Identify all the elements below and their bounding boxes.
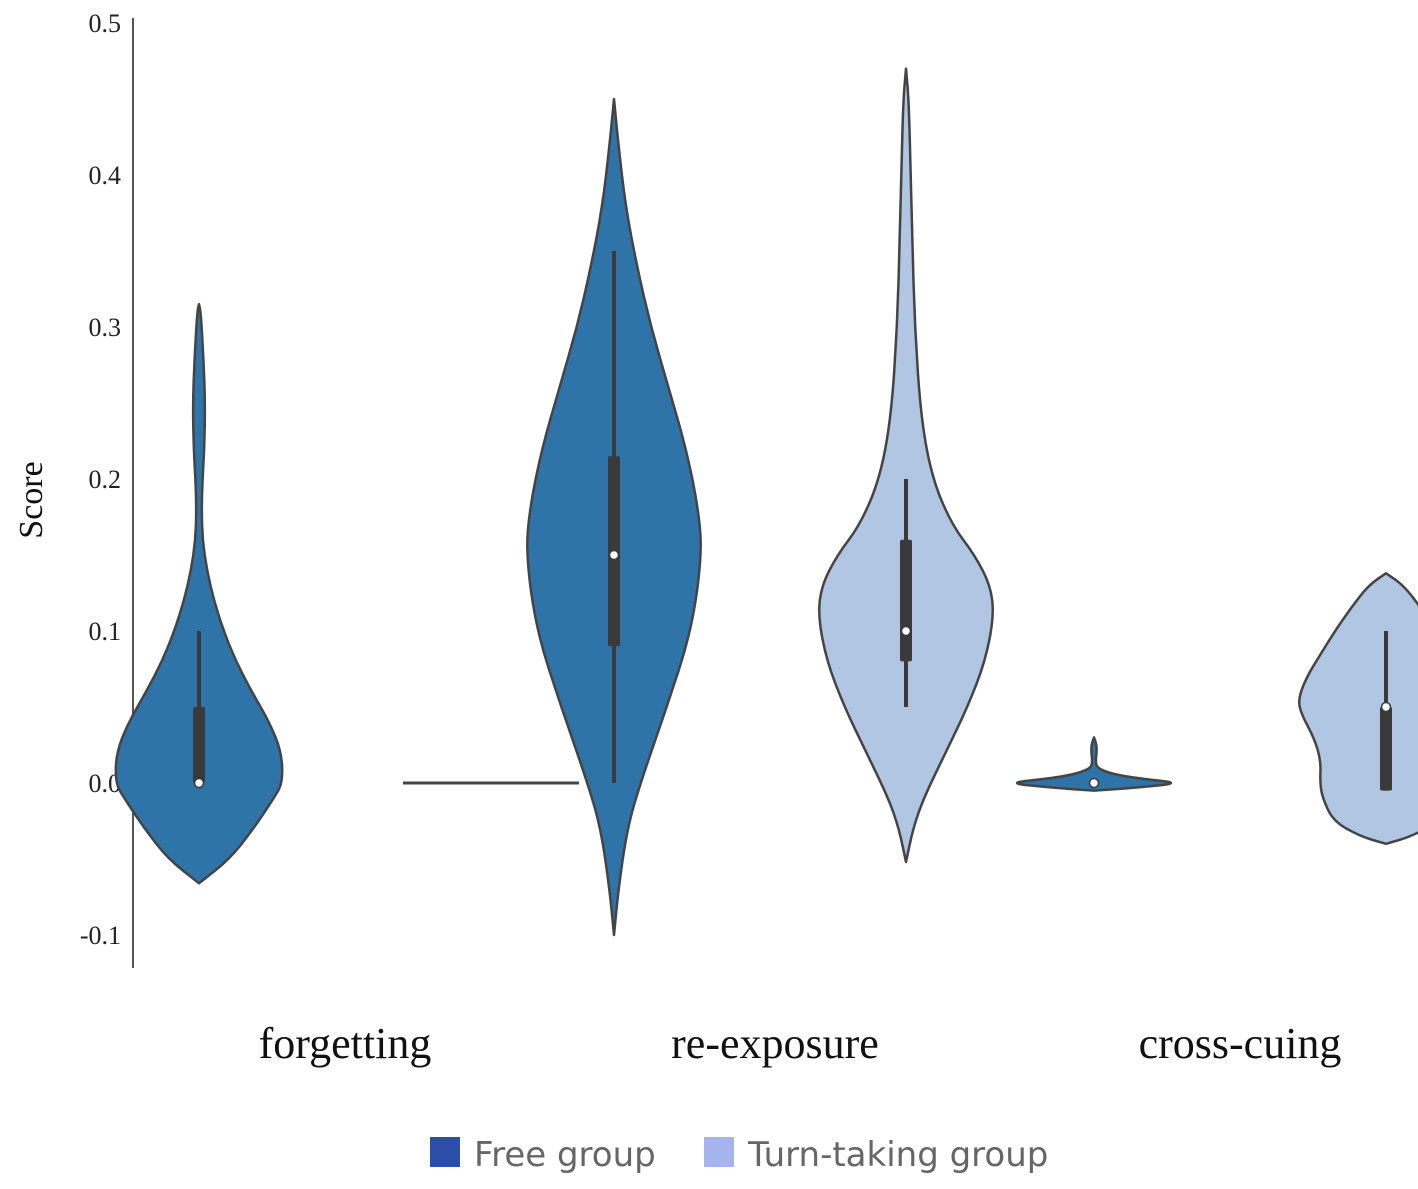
y-tick-label: -0.1 — [80, 921, 121, 950]
x-category-label: forgetting — [259, 1019, 432, 1068]
y-tick-label: 0.3 — [89, 313, 122, 342]
y-tick-label: 0.1 — [89, 617, 122, 646]
violin-median-dot — [1380, 701, 1392, 713]
violin-turn-taking-group-cross-cuing — [1298, 571, 1418, 846]
category-labels: forgetting re-exposure cross-cuing — [259, 1019, 1342, 1068]
violins — [114, 67, 1418, 937]
violin-body — [1298, 571, 1418, 846]
legend-label-free-group: Free group — [474, 1135, 656, 1175]
y-axis-ticks: -0.10.00.10.20.30.40.5 — [80, 9, 121, 950]
y-tick-label: 0.2 — [89, 465, 122, 494]
violin-median-dot — [1088, 777, 1100, 789]
violin-free-group-cross-cuing — [1015, 736, 1173, 792]
violin-body — [818, 67, 994, 864]
legend-label-turn-taking-group: Turn-taking group — [747, 1135, 1048, 1175]
violin-iqr-box — [193, 707, 205, 783]
violin-iqr-box — [900, 539, 912, 662]
violin-body — [114, 302, 284, 885]
violin-turn-taking-group-re-exposure — [818, 67, 994, 864]
y-tick-label: 0.4 — [89, 161, 122, 190]
legend-swatch-free-group — [430, 1137, 460, 1167]
violin-body — [1015, 736, 1173, 792]
x-category-label: cross-cuing — [1139, 1019, 1342, 1068]
violin-median-dot — [608, 549, 620, 561]
violin-free-group-forgetting — [114, 302, 284, 885]
y-tick-label: 0.5 — [89, 9, 122, 38]
violin-free-group-re-exposure — [526, 97, 702, 937]
violin-iqr-box — [1380, 707, 1392, 791]
violin-median-dot — [900, 625, 912, 637]
legend-swatch-turn-taking-group — [704, 1137, 734, 1167]
y-axis-label: Score — [13, 461, 50, 538]
legend: Free group Turn-taking group — [430, 1135, 1048, 1175]
x-category-label: re-exposure — [671, 1019, 879, 1068]
violin-median-dot — [193, 777, 205, 789]
